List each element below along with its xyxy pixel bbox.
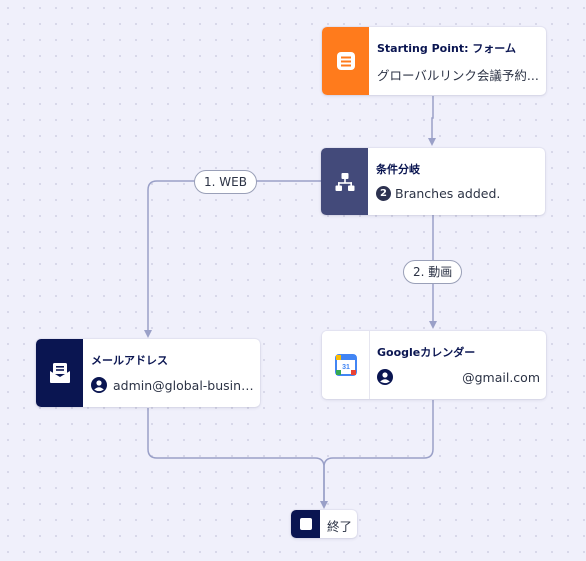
stop-icon [299, 518, 312, 530]
connector-branch-web [144, 180, 321, 338]
end-node-label: 終了 [327, 519, 353, 534]
connector-calendar-end [323, 400, 434, 505]
start-node-title: Starting Point: フォーム [377, 42, 516, 55]
user-icon [377, 369, 393, 385]
calendar-node[interactable]: 31 Googleカレンダー @gmail.com [322, 331, 546, 399]
start-icon-box [322, 27, 369, 95]
mail-icon [49, 363, 70, 383]
end-icon-box [291, 510, 320, 538]
email-node-title: メールアドレス [91, 354, 168, 367]
branch-label-video[interactable]: 2. 動画 [403, 260, 463, 284]
connector-start-condition [428, 96, 436, 146]
start-node-subtitle: グローバルリンク会議予約... [377, 65, 540, 84]
calendar-icon-day: 31 [342, 364, 350, 371]
condition-node-title: 条件分岐 [376, 163, 420, 176]
condition-node[interactable]: 条件分岐 2 Branches added. [321, 148, 545, 215]
calendar-node-title: Googleカレンダー [377, 346, 476, 359]
end-node[interactable]: 終了 [291, 510, 357, 538]
calendar-icon-box: 31 [322, 331, 370, 399]
start-node[interactable]: Starting Point: フォーム グローバルリンク会議予約... [322, 27, 546, 95]
branch-icon [335, 172, 354, 191]
email-node-subtitle-text: admin@global-busine... [113, 377, 254, 393]
connector-email-end [147, 408, 328, 509]
user-icon [91, 377, 107, 393]
email-node[interactable]: メールアドレス admin@global-busine... [36, 339, 260, 407]
email-icon-box [36, 339, 83, 407]
branch-count-badge: 2 [376, 186, 391, 201]
branch-label-web[interactable]: 1. WEB [194, 170, 257, 194]
form-icon [336, 52, 355, 70]
google-calendar-icon: 31 [334, 354, 357, 376]
email-node-subtitle: admin@global-busine... [91, 377, 254, 393]
condition-node-subtitle: 2 Branches added. [376, 186, 539, 201]
calendar-node-subtitle: @gmail.com [377, 369, 540, 385]
condition-node-subtitle-text: Branches added. [395, 186, 501, 201]
calendar-node-subtitle-text: @gmail.com [462, 369, 540, 385]
condition-icon-box [321, 148, 368, 215]
start-node-subtitle-text: グローバルリンク会議予約... [377, 68, 539, 83]
